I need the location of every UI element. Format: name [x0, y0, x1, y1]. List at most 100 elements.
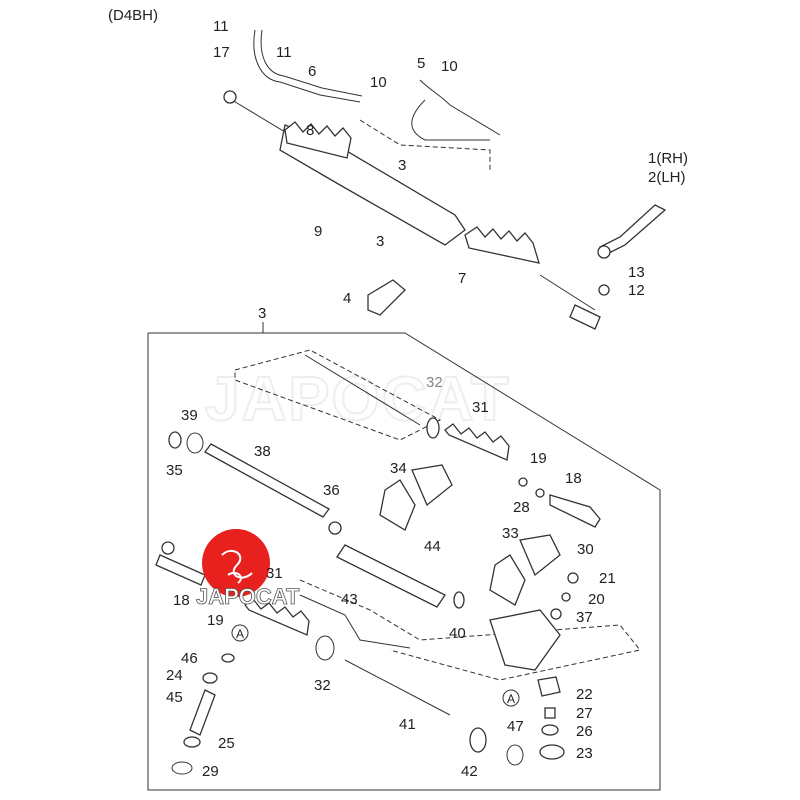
- callout-41: 41: [399, 716, 416, 733]
- boot-left: [284, 121, 352, 159]
- callout-3-assembly: 3: [258, 305, 266, 322]
- plug-26: [541, 724, 559, 736]
- logo-text: JAPOCAT: [196, 584, 300, 609]
- callout-28: 28: [513, 499, 530, 516]
- callout-21: 21: [599, 570, 616, 587]
- clamp-34: [379, 479, 416, 531]
- assembly-frame: [147, 332, 661, 791]
- callout-45: 45: [166, 689, 183, 706]
- callout-25: 25: [218, 735, 235, 752]
- pinion-45: [189, 689, 216, 736]
- callout-a: A: [507, 692, 515, 706]
- callout-6: 6: [308, 63, 316, 80]
- engine-code: (D4BH): [108, 7, 158, 24]
- rack-housing: [279, 124, 466, 246]
- tie-rod-end-18: [549, 494, 601, 528]
- callout-10: 10: [441, 58, 458, 75]
- tie-rod-end-left: [223, 90, 237, 104]
- mount-44: [411, 464, 453, 507]
- callout-2-lh: 2(LH): [648, 169, 686, 186]
- callout-23: 23: [576, 745, 593, 762]
- callout-32: 32: [314, 677, 331, 694]
- callout-33: 33: [502, 525, 519, 542]
- callout-38: 38: [254, 443, 271, 460]
- nut-12: [598, 284, 610, 296]
- callout-18: 18: [565, 470, 582, 487]
- callout-3: 3: [376, 233, 384, 250]
- callout-8: 8: [306, 122, 314, 139]
- clamp-33: [489, 554, 526, 606]
- bearing-25: [183, 736, 201, 748]
- callout-31: 31: [266, 565, 283, 582]
- callout-5: 5: [417, 55, 425, 72]
- bearing-20: [561, 592, 571, 602]
- seal-46: [221, 653, 235, 663]
- hose-17: [253, 29, 361, 103]
- seal-36: [328, 521, 342, 535]
- callout-7: 7: [458, 270, 466, 287]
- tie-rod-right: [539, 274, 596, 311]
- callout-19: 19: [207, 612, 224, 629]
- callout-10: 10: [370, 74, 387, 91]
- ring-29: [171, 761, 193, 775]
- callout-46: 46: [181, 650, 198, 667]
- boot-right: [464, 226, 540, 264]
- callout-24: 24: [166, 667, 183, 684]
- ring-32: [426, 417, 440, 439]
- upper-assembly: (D4BH) 11 17 11 6 10 5 10 8 3 3 9 1(RH) …: [108, 7, 688, 330]
- callout-31: 31: [472, 399, 489, 416]
- callout-39: 39: [181, 407, 198, 424]
- valve-housing: [489, 609, 561, 671]
- callout-17: 17: [213, 44, 230, 61]
- callout-47: 47: [507, 718, 524, 735]
- tie-rod-left: [231, 99, 291, 136]
- callout-29: 29: [202, 763, 219, 780]
- seal-37: [550, 608, 562, 620]
- callout-40: 40: [449, 625, 466, 642]
- ring-32-lower: [315, 635, 335, 661]
- callout-1-rh: 1(RH): [648, 150, 688, 167]
- rack-bar: [304, 354, 421, 426]
- callout-3: 3: [398, 157, 406, 174]
- callout-19: 19: [530, 450, 547, 467]
- valve-4: [367, 279, 406, 316]
- ring-47: [506, 744, 524, 766]
- callout-4: 4: [343, 290, 351, 307]
- callout-13: 13: [628, 264, 645, 281]
- nut-19: [535, 488, 545, 498]
- callout-32: 32: [426, 374, 443, 391]
- callout-20: 20: [588, 591, 605, 608]
- bush-35: [168, 431, 182, 449]
- mount-30: [519, 534, 561, 577]
- callout-43: 43: [341, 591, 358, 608]
- callout-22: 22: [576, 686, 593, 703]
- callout-35: 35: [166, 462, 183, 479]
- watermark: JAPOCAT: [205, 365, 511, 434]
- pipe-5: [419, 79, 501, 136]
- nut-28: [518, 477, 528, 487]
- pitman-arm: [599, 204, 667, 256]
- callout-26: 26: [576, 723, 593, 740]
- yoke-22: [537, 676, 561, 697]
- ring-40: [453, 591, 465, 609]
- callout-12: 12: [628, 282, 645, 299]
- callout-36: 36: [323, 482, 340, 499]
- callout-a: A: [236, 627, 244, 641]
- tie-rod-end-18-left: [155, 554, 206, 586]
- pipe-43: [299, 594, 411, 649]
- boot-31-left: [244, 598, 310, 636]
- callout-11: 11: [276, 44, 292, 61]
- callout-42: 42: [461, 763, 478, 780]
- spring-27: [544, 707, 556, 719]
- rack-41: [344, 659, 451, 716]
- callout-44: 44: [424, 538, 441, 555]
- tie-rod-end-right: [569, 304, 601, 330]
- boot-31: [444, 423, 510, 461]
- callout-27: 27: [576, 705, 593, 722]
- callout-11: 11: [213, 18, 229, 35]
- callout-37: 37: [576, 609, 593, 626]
- callout-9: 9: [314, 223, 322, 240]
- callout-30: 30: [577, 541, 594, 558]
- ring-39: [186, 432, 204, 454]
